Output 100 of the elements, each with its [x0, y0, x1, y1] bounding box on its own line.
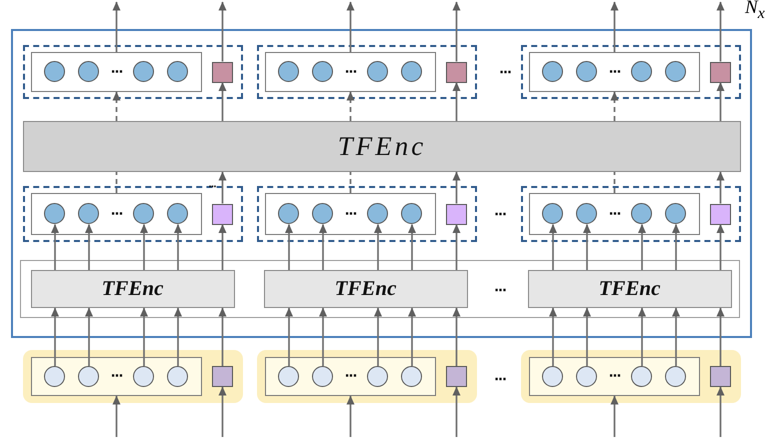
- arrow: [716, 386, 724, 437]
- unit-circle: [133, 203, 154, 224]
- token-square: [710, 204, 731, 224]
- arrow: [716, 308, 724, 366]
- dashed-arrow: [346, 92, 354, 121]
- token-square: [212, 62, 233, 82]
- vector-box: [265, 52, 436, 92]
- arrow: [716, 172, 724, 204]
- unit-circle: [278, 366, 299, 386]
- dashed-line: [350, 172, 352, 193]
- encoder-box: [528, 270, 732, 308]
- arrow: [112, 396, 120, 437]
- vector-box: [529, 193, 700, 235]
- input-group-panel: [521, 350, 741, 403]
- ellipsis: ···: [344, 370, 356, 383]
- dashed-arrow: [610, 92, 618, 121]
- token-square: [446, 366, 467, 387]
- unit-circle: [44, 203, 65, 224]
- arrow: [549, 224, 557, 270]
- ellipsis: ···: [494, 374, 506, 386]
- unit-circle: [44, 61, 65, 82]
- arrow: [583, 308, 591, 366]
- unit-circle: [167, 366, 188, 386]
- token-square: [446, 204, 467, 224]
- vector-box: [265, 357, 436, 396]
- unit-circle: [133, 366, 154, 386]
- arrow: [408, 224, 416, 270]
- vector-box: [265, 193, 436, 235]
- unit-circle: [665, 366, 686, 386]
- unit-circle: [167, 61, 188, 82]
- ellipsis: ···: [344, 66, 356, 78]
- arrow: [285, 308, 293, 366]
- unit-circle: [576, 203, 597, 224]
- arrow: [638, 308, 646, 366]
- vector-box: [529, 357, 700, 396]
- ellipsis: ···: [110, 66, 122, 78]
- arrow: [452, 82, 460, 121]
- arrow: [452, 2, 460, 62]
- arrow: [716, 224, 724, 270]
- ellipsis: ···: [208, 184, 216, 192]
- arrow: [716, 82, 724, 121]
- layer-box: [20, 260, 740, 318]
- unit-circle: [78, 203, 99, 224]
- arrow: [610, 396, 618, 437]
- module-label: TFEnc: [338, 133, 426, 160]
- ellipsis: ···: [608, 208, 620, 220]
- unit-circle: [312, 366, 333, 386]
- arrow: [374, 308, 382, 366]
- dashed-arrow: [112, 92, 120, 121]
- module-label: TFEnc: [598, 278, 660, 299]
- unit-circle: [576, 61, 597, 82]
- dashed-group-box: [521, 45, 741, 99]
- arrow: [85, 224, 93, 270]
- unit-circle: [631, 61, 652, 82]
- encoder-box: [30, 270, 234, 308]
- repeat-label: N$_{x}$: [745, 0, 765, 22]
- arrow: [140, 224, 148, 270]
- arrow: [319, 224, 327, 270]
- arrow: [285, 224, 293, 270]
- ellipsis: ···: [344, 208, 356, 220]
- ellipsis: ···: [608, 370, 620, 383]
- vector-box: [31, 52, 202, 92]
- arrow: [218, 172, 226, 204]
- dashed-line: [116, 172, 118, 193]
- unit-circle: [367, 203, 388, 224]
- ellipsis: ···: [110, 208, 122, 220]
- unit-circle: [542, 203, 563, 224]
- arrow: [218, 308, 226, 366]
- token-square: [710, 62, 731, 82]
- arrow: [174, 224, 182, 270]
- arrow: [112, 2, 120, 52]
- arrow: [51, 224, 59, 270]
- unit-circle: [401, 61, 422, 82]
- arrow: [346, 2, 354, 52]
- arrow: [218, 386, 226, 437]
- arrow: [346, 396, 354, 437]
- ellipsis: ···: [608, 66, 620, 78]
- unit-circle: [44, 366, 65, 386]
- dashed-group-box: [23, 186, 243, 242]
- unit-circle: [167, 203, 188, 224]
- dashed-group-box: [257, 45, 477, 99]
- arrow: [716, 2, 724, 62]
- ellipsis: ···: [494, 208, 506, 222]
- token-square: [446, 62, 467, 82]
- arrow: [218, 224, 226, 270]
- unit-circle: [665, 203, 686, 224]
- unit-circle: [312, 203, 333, 224]
- module-label: TFEnc: [102, 278, 164, 299]
- arrow: [672, 308, 680, 366]
- unit-circle: [665, 61, 686, 82]
- unit-circle: [278, 61, 299, 82]
- unit-circle: [401, 203, 422, 224]
- arrow: [51, 308, 59, 366]
- unit-circle: [576, 366, 597, 386]
- arrow: [452, 172, 460, 204]
- arrow: [218, 82, 226, 121]
- token-square: [212, 204, 233, 224]
- unit-circle: [367, 61, 388, 82]
- arrow: [218, 2, 226, 62]
- arrow: [319, 308, 327, 366]
